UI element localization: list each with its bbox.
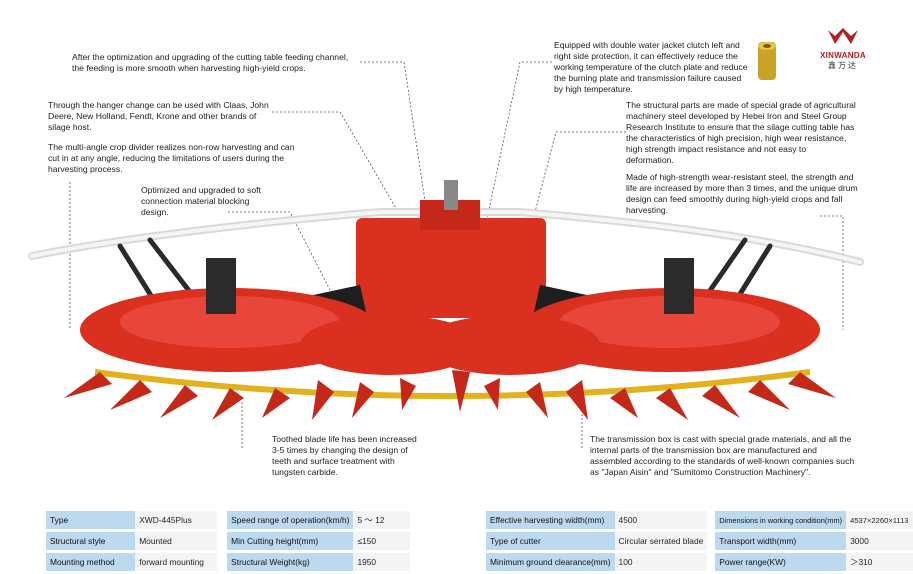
spec-label: Transport width(mm) <box>715 532 847 550</box>
spec-label: Mounting method <box>46 553 136 571</box>
spec-value: ≤150 <box>353 532 410 550</box>
spec-table-right: Effective harvesting width(mm) 4500 Dime… <box>486 508 913 574</box>
spec-label: Min Cutting height(mm) <box>227 532 354 550</box>
spec-row: Mounting method forward mounting Structu… <box>46 553 410 571</box>
note-clutch: Equipped with double water jacket clutch… <box>554 40 748 94</box>
spec-label: Minimum ground clearance(mm) <box>486 553 615 571</box>
harvester-illustration <box>28 61 864 448</box>
spec-value: 4537×2260×1113 <box>846 511 913 529</box>
spec-value: Circular serrated blade <box>614 532 708 550</box>
spec-label: Type <box>46 511 136 529</box>
spec-value: XWD-445Plus <box>135 511 217 529</box>
spec-label: Type of cutter <box>486 532 615 550</box>
spec-label: Effective harvesting width(mm) <box>486 511 615 529</box>
note-hanger: Through the hanger change can be used wi… <box>48 100 269 132</box>
spec-value: Mounted <box>135 532 217 550</box>
spec-label: Structural style <box>46 532 136 550</box>
spec-row: Type XWD-445Plus Speed range of operatio… <box>46 511 410 529</box>
note-crop-divider: The multi-angle crop divider realizes no… <box>48 142 295 174</box>
spec-value: 4500 <box>614 511 708 529</box>
spec-label: Speed range of operation(km/h) <box>227 511 354 529</box>
brand-name-cn: 鑫万达 <box>828 61 858 70</box>
brand-name: XINWANDA <box>820 51 866 60</box>
spec-value: 1950 <box>353 553 410 571</box>
spec-label: Dimensions in working condition(mm) <box>715 511 847 529</box>
spec-row: Structural style Mounted Min Cutting hei… <box>46 532 410 550</box>
brand-logo: XINWANDA 鑫万达 <box>808 28 878 71</box>
note-feeding-channel: After the optimization and upgrading of … <box>72 52 349 73</box>
spec-table-left: Type XWD-445Plus Speed range of operatio… <box>46 508 410 574</box>
spec-value: 5 ～ 12 <box>353 511 410 529</box>
spec-row: Minimum ground clearance(mm) 100 Power r… <box>486 553 913 571</box>
spec-value: 100 <box>614 553 708 571</box>
spec-value: forward mounting <box>135 553 217 571</box>
spec-row: Effective harvesting width(mm) 4500 Dime… <box>486 511 913 529</box>
spec-label: Power range(KW) <box>715 553 847 571</box>
note-toothed-blade: Toothed blade life has been increased 3-… <box>272 434 417 477</box>
note-soft-connection: Optimized and upgraded to soft connectio… <box>141 185 261 217</box>
clutch-image <box>758 42 776 80</box>
logo-icon <box>828 28 858 44</box>
spec-value: 3000 <box>846 532 913 550</box>
note-transmission-box: The transmission box is cast with specia… <box>590 434 855 477</box>
note-drum-design: Made of high-strength wear-resistant ste… <box>626 172 858 215</box>
spec-label: Structural Weight(kg) <box>227 553 354 571</box>
spec-row: Type of cutter Circular serrated blade T… <box>486 532 913 550</box>
note-structural-steel: The structural parts are made of special… <box>626 100 856 165</box>
spec-value: ＞310 <box>846 553 913 571</box>
